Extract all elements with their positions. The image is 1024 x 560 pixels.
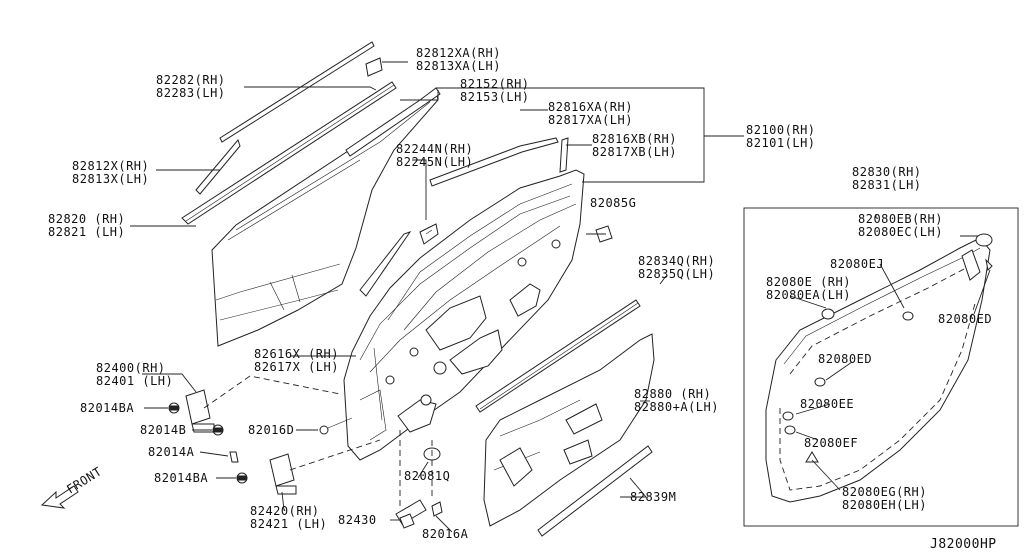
callout-c82014ba-2-line-0: 82014BA <box>154 471 208 485</box>
callout-c82080ej-line-0: 82080EJ <box>830 257 884 271</box>
callout-c82080eb-line-1: 82080EC(LH) <box>858 225 943 239</box>
bolt-82014a <box>229 451 239 463</box>
bracket-82244n <box>419 223 439 245</box>
clip-82080eb <box>975 233 993 247</box>
hinge-upper-82400 <box>185 389 215 433</box>
bottom-strip-82839m <box>537 445 653 537</box>
strip-82616x <box>359 231 412 297</box>
inset-frame <box>743 207 1019 527</box>
callout-c82081q-line-0: 82081Q <box>404 469 450 483</box>
door-shell-82100 <box>343 169 585 461</box>
callout-c82014ba-1-line-0: 82014BA <box>80 401 134 415</box>
clip-82080ef <box>784 425 796 435</box>
callout-c82880-line-0: 82880 (RH) <box>634 387 711 401</box>
callout-c82816xb-line-1: 82817XB(LH) <box>592 145 677 159</box>
callout-c82016a-line-0: 82016A <box>422 527 469 541</box>
callout-c82839m-line-0: 82839M <box>630 490 676 504</box>
callout-c82244n-line-1: 82245N(LH) <box>396 155 473 169</box>
reference-lines <box>203 375 433 510</box>
leader-lines <box>130 61 991 533</box>
callout-c82080eb-line-0: 82080EB(RH) <box>858 212 943 226</box>
callout-c82080ed-r-line-0: 82080ED <box>938 312 992 326</box>
callout-c82816xa-line-0: 82816XA(RH) <box>548 100 633 114</box>
callout-c82830-line-1: 82831(LH) <box>852 178 922 192</box>
callout-c82616x-line-1: 82617X (LH) <box>254 360 339 374</box>
belt-moulding-82282 <box>181 81 397 225</box>
callout-c82014b-line-0: 82014B <box>140 423 186 437</box>
door-check-82430 <box>395 499 427 529</box>
diagram-code: J82000HP <box>930 537 997 552</box>
screw-82016a <box>431 501 443 517</box>
callout-c82816xb-line-0: 82816XB(RH) <box>592 132 677 146</box>
weatherstrip-82830 <box>765 237 991 503</box>
callout-c82834q-line-1: 82835Q(LH) <box>638 267 715 281</box>
bolt-82014b <box>212 424 224 436</box>
callout-c82400-line-0: 82400(RH) <box>96 361 166 375</box>
callout-c82820-line-0: 82820 (RH) <box>48 212 125 226</box>
hinge-lower-82420 <box>269 453 297 495</box>
callout-c82812xa-line-0: 82812XA(RH) <box>416 46 501 60</box>
clip-82080ej <box>902 311 914 321</box>
callout-c82080eg-line-0: 82080EG(RH) <box>842 485 927 499</box>
sash-strip-82816xa <box>429 137 559 187</box>
callout-labels: 82812XA(RH)82813XA(LH) 82282(RH)82283(LH)… <box>48 46 997 552</box>
front-arrow <box>40 485 79 509</box>
callout-c82282-line-0: 82282(RH) <box>156 73 226 87</box>
clip-82080ee <box>782 411 794 421</box>
callout-c82152-line-1: 82153(LH) <box>460 90 530 104</box>
clip-82080ed-r <box>985 258 993 272</box>
callout-c82080eg-line-1: 82080EH(LH) <box>842 498 927 512</box>
callout-c82100-line-0: 82100(RH) <box>746 123 816 137</box>
callout-c82880-line-1: 82880+A(LH) <box>634 400 719 414</box>
callout-c82152-line-0: 82152(RH) <box>460 77 530 91</box>
callout-c82080ed-m-line-0: 82080ED <box>818 352 872 366</box>
clip-82080eg <box>805 451 819 463</box>
clip-82080e <box>821 308 835 320</box>
callout-c82812x-line-0: 82812X(RH) <box>72 159 149 173</box>
callout-c82080e-line-1: 82080EA(LH) <box>766 288 851 302</box>
callout-c82085g-line-0: 82085G <box>590 196 636 210</box>
callout-c82100-line-1: 82101(LH) <box>746 136 816 150</box>
callout-c82420-line-1: 82421 (LH) <box>250 517 327 531</box>
callout-c82244n-line-0: 82244N(RH) <box>396 142 473 156</box>
callout-c82420-line-0: 82420(RH) <box>250 504 320 518</box>
callout-c82014a-line-0: 82014A <box>148 445 195 459</box>
bolt-82014ba-2 <box>236 472 248 484</box>
screw-82016d <box>319 417 353 435</box>
sealing-screen-82880 <box>483 333 655 527</box>
callout-c82830-line-0: 82830(RH) <box>852 165 922 179</box>
front-label: FRONT <box>64 464 104 496</box>
callout-c82080ee-line-0: 82080EE <box>800 397 854 411</box>
callout-c82616x-line-0: 82616X (RH) <box>254 347 339 361</box>
moulding-82812xa <box>219 41 383 143</box>
callout-c82430-line-0: 82430 <box>338 513 377 527</box>
callout-c82400-line-1: 82401 (LH) <box>96 374 173 388</box>
inner-weatherstrip-82834q <box>475 299 641 413</box>
callout-c82820-line-1: 82821 (LH) <box>48 225 125 239</box>
callout-c82812x-line-1: 82813X(LH) <box>72 172 149 186</box>
clip-82080ed-m <box>814 377 826 387</box>
callout-c82834q-line-0: 82834Q(RH) <box>638 254 715 268</box>
callout-c82812xa-line-1: 82813XA(LH) <box>416 59 501 73</box>
callout-c82080ef-line-0: 82080EF <box>804 436 858 450</box>
bolt-82014ba-1 <box>168 402 180 414</box>
sash-strip-82816xb <box>559 137 569 173</box>
callout-c82816xa-line-1: 82817XA(LH) <box>548 113 633 127</box>
callout-c82016d-line-0: 82016D <box>248 423 294 437</box>
callout-c82282-line-1: 82283(LH) <box>156 86 226 100</box>
strip-82812x <box>195 138 241 195</box>
callout-c82080e-line-0: 82080E (RH) <box>766 275 851 289</box>
